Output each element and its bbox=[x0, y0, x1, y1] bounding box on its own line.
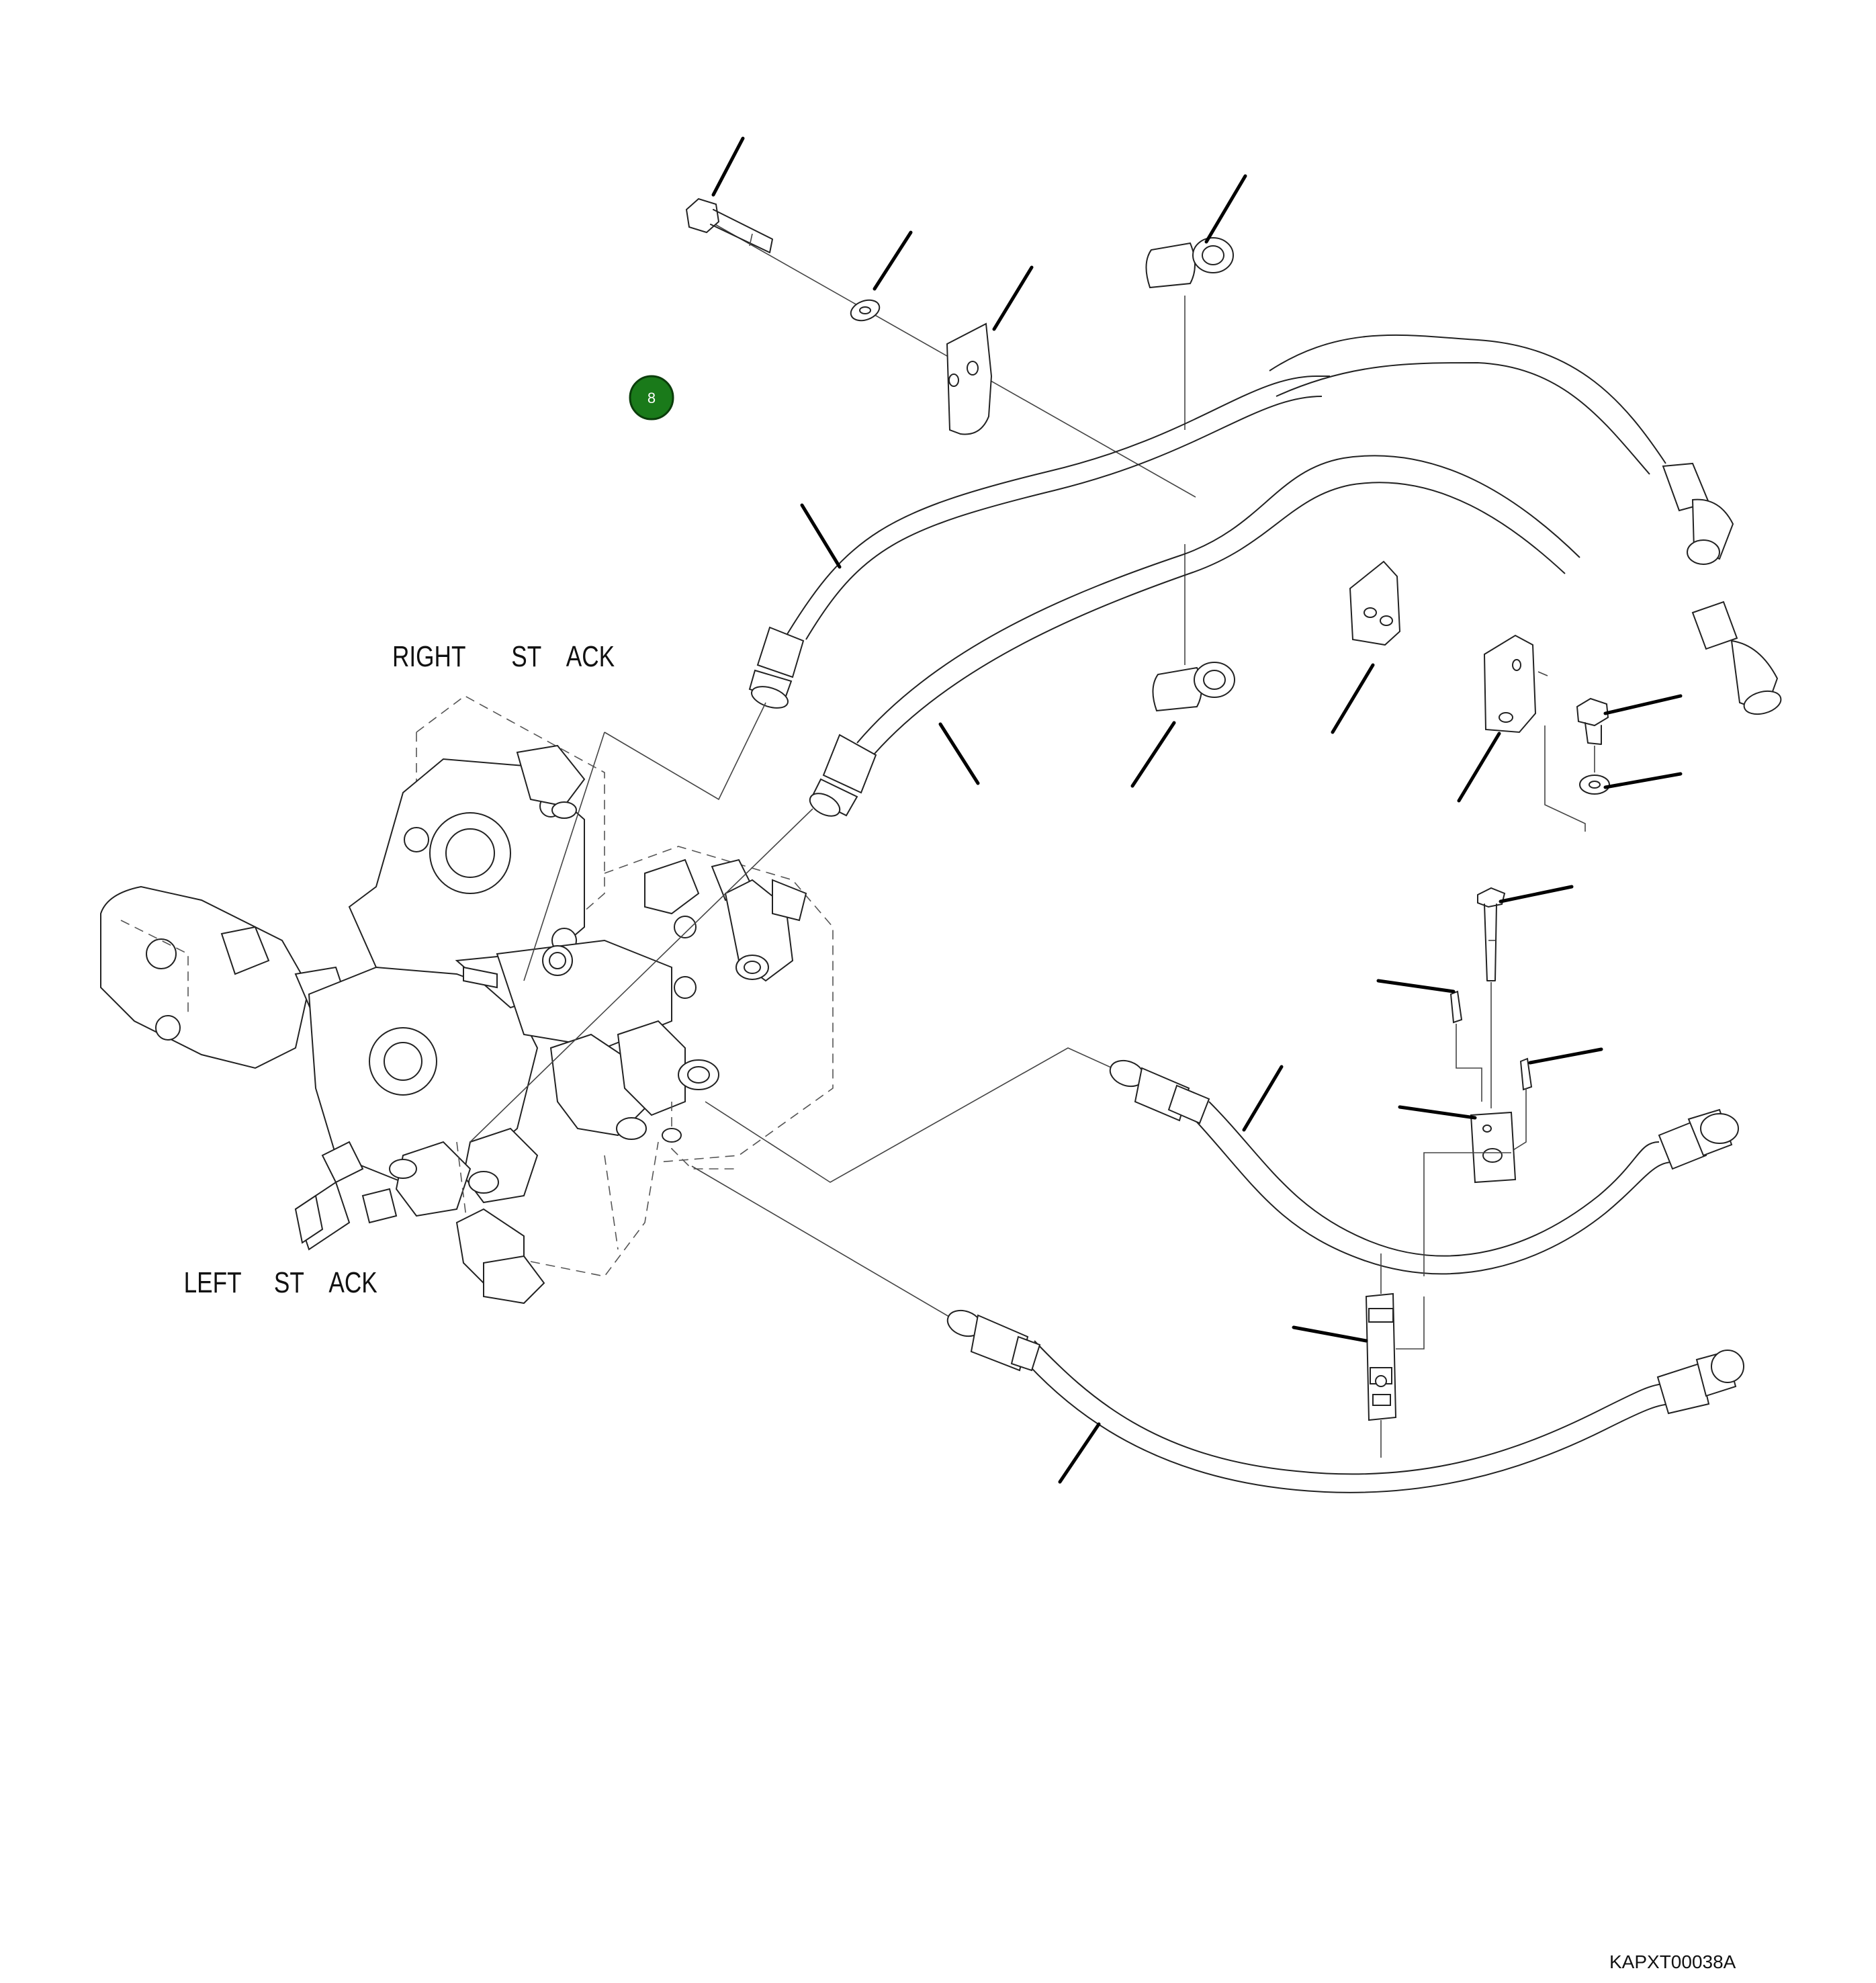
right-stack-label: RIGHT ST ACK bbox=[392, 640, 615, 673]
valve-stack bbox=[100, 695, 834, 1305]
leader-line bbox=[1331, 663, 1375, 734]
fitting bbox=[1658, 1108, 1739, 1170]
leader-line bbox=[1398, 1105, 1477, 1120]
leader-line bbox=[992, 265, 1034, 331]
leader-line bbox=[1499, 885, 1574, 904]
leader-line bbox=[1292, 1325, 1368, 1343]
leader-line bbox=[873, 230, 913, 291]
leader-line bbox=[938, 722, 980, 785]
leader-line bbox=[1058, 1422, 1101, 1484]
leader-line bbox=[1130, 721, 1176, 788]
lower-hose-pair bbox=[946, 1059, 1744, 1493]
fitting bbox=[1691, 601, 1782, 715]
leader-line bbox=[1204, 174, 1247, 244]
leader-line bbox=[1242, 1065, 1284, 1132]
leader-line bbox=[711, 136, 745, 197]
badge-value: 8 bbox=[647, 390, 656, 406]
clamp-assembly bbox=[1365, 887, 1533, 1458]
drawing-code: KAPXT00038A bbox=[1609, 1951, 1736, 1972]
fitting bbox=[1109, 1059, 1210, 1125]
fitting bbox=[1662, 462, 1734, 565]
connection-lines bbox=[470, 702, 1113, 1324]
fitting bbox=[1656, 1350, 1744, 1415]
leader-line bbox=[1603, 772, 1683, 789]
upper-hose-pair bbox=[748, 334, 1782, 817]
leader-line bbox=[1457, 732, 1501, 803]
leader-line bbox=[1376, 979, 1456, 994]
left-stack-label: LEFT ST ACK bbox=[184, 1266, 377, 1299]
status-badge[interactable]: 8 bbox=[629, 375, 674, 421]
fitting bbox=[946, 1309, 1041, 1372]
leader-line bbox=[800, 503, 842, 569]
callout-leaders bbox=[711, 136, 1683, 1484]
leader-line bbox=[1603, 694, 1683, 715]
fitting bbox=[809, 734, 877, 817]
badge-circle[interactable] bbox=[629, 375, 674, 421]
leader-line bbox=[1528, 1047, 1603, 1065]
bolt-assembly bbox=[685, 197, 1610, 832]
fitting bbox=[748, 626, 805, 709]
